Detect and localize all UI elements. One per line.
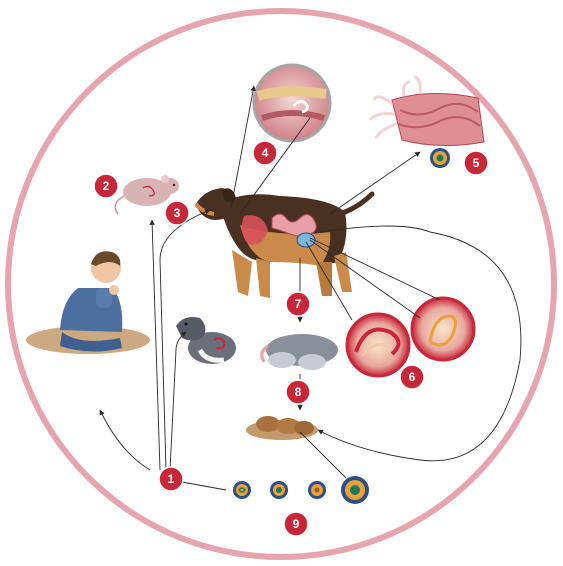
svg-text:3: 3	[174, 206, 181, 220]
adult-dog-figure	[196, 188, 372, 298]
svg-text:8: 8	[295, 385, 302, 399]
larva-cyst-illustration	[347, 298, 474, 376]
egg-stage-3	[308, 481, 326, 499]
child-figure	[26, 251, 150, 354]
svg-text:5: 5	[473, 156, 480, 170]
egg-stage-2	[270, 481, 288, 499]
svg-text:4: 4	[262, 146, 269, 160]
badge-2: 2	[94, 174, 118, 198]
arrow-to-child	[100, 410, 150, 470]
puppies-nursing-figure	[262, 334, 338, 370]
svg-text:2: 2	[103, 179, 110, 193]
eggs-to-node-line	[182, 482, 226, 490]
badge-9: 9	[284, 512, 308, 536]
badge-8: 8	[286, 380, 310, 404]
puppy-figure	[176, 317, 236, 364]
badge-7: 7	[286, 292, 310, 316]
svg-text:9: 9	[293, 517, 300, 531]
arrow-dog-to-intestine	[330, 152, 420, 214]
badge-1: 1	[159, 467, 183, 491]
arrow-to-puppy	[170, 332, 186, 470]
svg-text:1: 1	[168, 472, 175, 486]
egg-development-stages	[233, 476, 369, 504]
arrow-to-mouse	[152, 220, 160, 470]
egg-stage-1	[233, 481, 251, 499]
badge-6: 6	[400, 365, 424, 389]
feces-on-ground-figure	[246, 416, 318, 440]
egg-stage-4	[341, 476, 369, 504]
badge-4: 4	[253, 141, 277, 165]
arrow-dog-to-lens	[231, 86, 254, 208]
badge-3: 3	[165, 201, 189, 225]
svg-text:7: 7	[295, 297, 302, 311]
lung-magnified-illustration	[254, 65, 330, 141]
svg-text:6: 6	[409, 370, 416, 384]
feces-to-egg-line	[300, 432, 346, 478]
badge-5: 5	[464, 151, 488, 175]
